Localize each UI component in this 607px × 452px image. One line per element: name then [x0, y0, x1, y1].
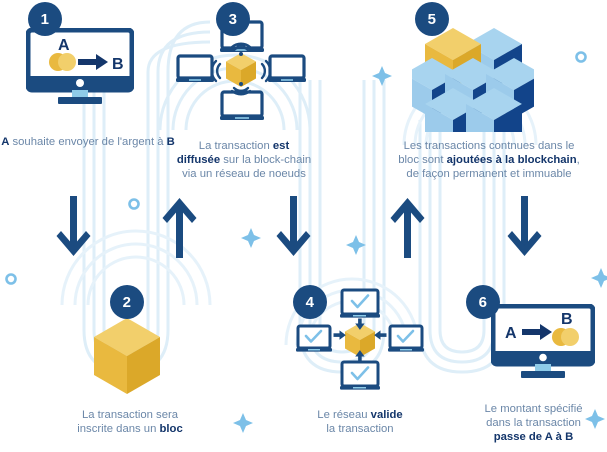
- checkmark-icon: [350, 366, 370, 381]
- step-badge-1: 1: [28, 2, 62, 36]
- step-2-gold-cube-icon: [92, 316, 162, 401]
- step-5-caption-text: Les transactions contnues dans le bloc s…: [398, 140, 580, 181]
- ring-dot-right: [575, 51, 587, 63]
- screen-label-b: B: [561, 311, 573, 328]
- laptop-check-bottom: [340, 360, 380, 390]
- center-gold-cube: [226, 53, 256, 87]
- step-1-caption-text: A souhaite envoyer de l'argent à B: [1, 136, 175, 148]
- laptop-node-right: [268, 54, 306, 82]
- arrow-left-right-node: [374, 330, 387, 340]
- plus-star-6: [585, 409, 605, 429]
- validation-arrows: [333, 318, 387, 362]
- step-3-caption-text: La transaction est diffusée sur la block…: [176, 140, 312, 181]
- step-badge-6: 6: [466, 285, 500, 319]
- step-6-monitor-icon: A B: [490, 303, 596, 385]
- center-gold-cube: [345, 323, 375, 357]
- arrow-right-left-node: [333, 330, 346, 340]
- ring-dot-mid: [128, 198, 140, 210]
- laptop-check-left: [296, 324, 332, 352]
- step-badge-5: 5: [415, 2, 449, 36]
- arrow-right-icon: [78, 54, 108, 70]
- step-1-caption: A souhaite envoyer de l'argent à B: [0, 135, 176, 149]
- ring-dot-left: [5, 273, 17, 285]
- laptop-node-bottom: [220, 90, 264, 120]
- plus-star-1: [372, 66, 392, 86]
- arrow-up-2-to-3: [162, 198, 197, 258]
- step-badge-2: 2: [110, 285, 144, 319]
- arrow-down-top-node: [355, 318, 365, 330]
- arrow-down-5-to-6: [507, 196, 542, 256]
- screen-label-a: A: [58, 37, 70, 54]
- plus-star-3: [346, 235, 366, 255]
- checkmark-icon: [396, 329, 415, 343]
- step-3-caption: La transaction est diffusée sur la block…: [176, 139, 312, 182]
- step-4-validation-network-icon: [296, 288, 424, 397]
- plus-star-2: [241, 228, 261, 248]
- checkmark-icon: [350, 294, 370, 309]
- screen-label-a: A: [505, 325, 517, 342]
- radiating-arcs-step2: [60, 229, 212, 306]
- wifi-signal-icon: [210, 42, 272, 96]
- arrow-up-bottom-node: [355, 350, 365, 362]
- step-3-broadcast-network-icon: [176, 20, 306, 125]
- arrow-up-4-to-5: [390, 198, 425, 258]
- step-badge-3: 3: [216, 2, 250, 36]
- arrow-down-3-to-4: [276, 196, 311, 256]
- step-badge-4: 4: [293, 285, 327, 319]
- step-1-monitor-icon: A B: [25, 27, 135, 111]
- arrow-right-icon: [522, 324, 552, 340]
- plus-star-5: [233, 413, 253, 433]
- arrow-down-1-to-2: [56, 196, 91, 256]
- checkmark-icon: [304, 329, 323, 343]
- step-5-caption: Les transactions contnues dans le bloc s…: [396, 139, 582, 182]
- laptop-check-top: [340, 288, 380, 318]
- laptop-check-right: [388, 324, 424, 352]
- flow-arrows-group: [56, 196, 542, 258]
- screen-label-b: B: [112, 56, 124, 73]
- plus-star-4: [591, 268, 607, 288]
- laptop-node-left: [176, 54, 214, 82]
